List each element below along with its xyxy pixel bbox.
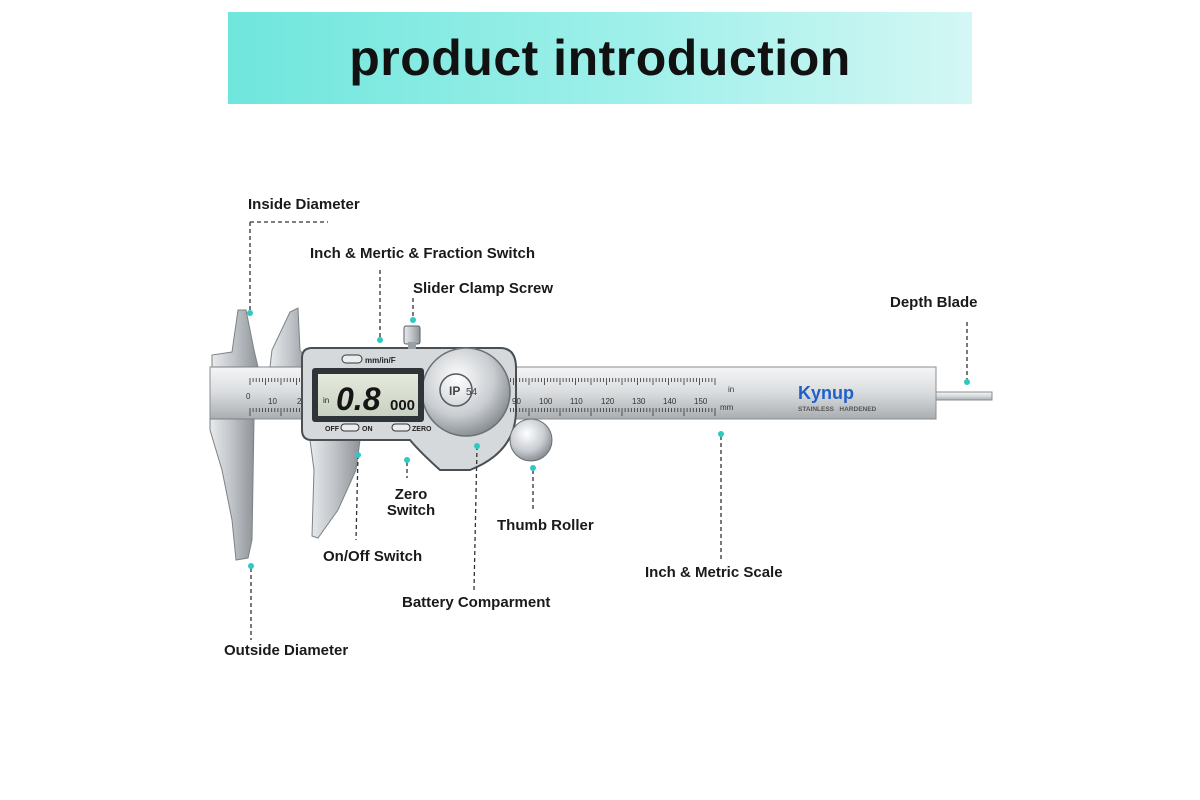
sliding-outside-jaw [309,439,361,539]
scale-unit-mm: mm [720,403,734,412]
brand-tagline: STAINLESS HARDENED [798,406,877,413]
off-label: OFF [325,426,340,433]
label-inside-diameter: Inside Diameter [248,196,360,213]
label-fraction-switch: Inch & Mertic & Fraction Switch [310,245,536,262]
scale-label-110: 110 [570,397,583,406]
label-battery-compartment: Battery Comparment [402,594,551,611]
ip-number: 54 [466,387,478,398]
mode-label: mm/in/F [365,356,396,365]
scale-label-130: 130 [632,397,646,406]
label-zero-switch-line2: Switch [386,502,436,519]
ip-rating: IP [449,384,460,398]
lcd-screen [318,374,418,416]
fixed-inside-jaw [211,309,259,368]
scale-label-100: 100 [539,397,553,406]
scale-label-0: 0 [246,392,251,401]
leader-lines [249,221,968,640]
mode-button[interactable] [341,354,363,364]
label-thumb-roller: Thumb Roller [497,517,594,534]
label-zero-switch-line1: Zero [394,486,428,503]
label-on-off-switch: On/Off Switch [323,548,423,565]
inch-scale-ticks [249,378,716,385]
title-banner: product introduction [228,12,972,104]
clamp-screw-stem [408,342,416,349]
clamp-screw[interactable] [403,325,421,345]
lcd-reading: 0.8 [336,381,381,417]
callout-dots [247,310,970,569]
label-inch-metric-scale: Inch & Metric Scale [645,564,783,581]
label-depth-blade: Depth Blade [890,294,978,311]
scale-label-10: 10 [268,397,277,406]
lcd-small-digits: 000 [390,397,415,414]
scale-label-120: 120 [601,397,615,406]
label-outside-diameter: Outside Diameter [224,642,349,659]
scale-label-150: 150 [694,397,708,406]
zero-button[interactable] [391,423,411,432]
on-off-button[interactable] [340,423,360,432]
lcd-unit: in [323,396,329,405]
scale-label-90: 90 [512,397,521,406]
fixed-outside-jaw [209,418,255,561]
thumb-roller[interactable] [509,418,553,462]
brand-logo: Kynup [798,383,854,403]
scale-label-2: 2 [297,397,302,406]
scale-unit-in: in [728,385,734,394]
ip-badge [439,373,473,407]
scale-label-140: 140 [663,397,677,406]
on-label: ON [362,426,373,433]
page-title: product introduction [349,30,851,86]
depth-blade [935,391,993,401]
label-zero-switch: Zero Switch [382,487,440,519]
label-slider-clamp-screw: Slider Clamp Screw [413,280,554,297]
metric-scale-ticks [249,408,716,416]
zero-label: ZERO [412,426,432,433]
